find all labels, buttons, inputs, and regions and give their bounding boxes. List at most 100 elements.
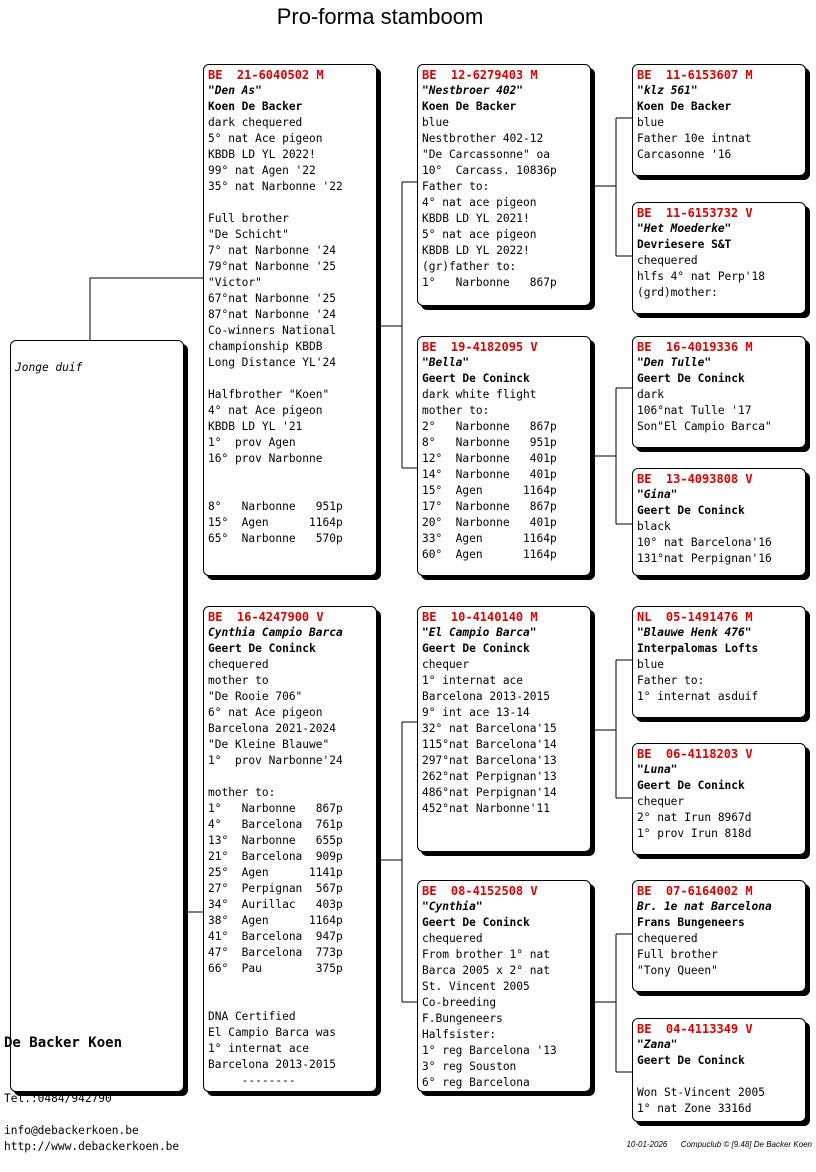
pigeon-info-line: 27° Perpignan 567p — [208, 882, 343, 895]
pigeon-info-line: Long Distance YL'24 — [208, 356, 336, 369]
pigeon-info-line: mother to: — [208, 786, 276, 799]
pigeon-info-line: 6° nat Ace pigeon — [208, 706, 323, 719]
pigeon-info-line: 3° reg Souston — [422, 1060, 517, 1073]
paternal-grandfather-box: BE 12-6279403 M"Nestbroer 402"Koen De Ba… — [417, 64, 591, 306]
pigeon-info-line: Barcelona 2013-2015 — [422, 690, 550, 703]
pigeon-info-line: blue — [637, 658, 664, 671]
pigeon-info-line: 38° Agen 1164p — [208, 914, 343, 927]
pigeon-info-line: 1° internat ace — [208, 1042, 310, 1055]
pigeon-info-line: 4° Barcelona 761p — [208, 818, 343, 831]
ring-number: BE 08-4152508 V — [422, 884, 538, 898]
pigeon-info-line: (gr)father to: — [422, 260, 517, 273]
pigeon-info-line: 47° Barcelona 773p — [208, 946, 343, 959]
pigeon-info-line: 1° prov Narbonne'24 — [208, 754, 343, 767]
pigeon-name: Br. 1e nat Barcelona — [637, 900, 772, 913]
pigeon-info-line: 33° Agen 1164p — [422, 532, 557, 545]
pigeon-info-line: dark chequered — [208, 116, 303, 129]
pigeon-info-line: KBDB LD YL '21 — [208, 420, 303, 433]
ring-number: BE 21-6040502 M — [208, 68, 324, 82]
pigeon-name: "Bella" — [422, 356, 470, 369]
pigeon-info-line: KBDB LD YL 2022! — [208, 148, 316, 161]
pigeon-info-line: mother to: — [422, 404, 490, 417]
pigeon-info-line: 5° nat Ace pigeon — [208, 132, 323, 145]
pigeon-name: "Het Moederke" — [637, 222, 732, 235]
pigeon-name: "Den As" — [208, 84, 262, 97]
pigeon-info-line: 486°nat Perpignan'14 — [422, 786, 557, 799]
pigeon-info-line: 15° Agen 1164p — [208, 516, 343, 529]
pigeon-info-line: 79°nat Narbonne '25 — [208, 260, 336, 273]
pigeon-info-line: 7° nat Narbonne '24 — [208, 244, 336, 257]
pigeon-info-line: 5° nat ace pigeon — [422, 228, 537, 241]
pigeon-info-line: 1° nat Zone 3316d — [637, 1102, 752, 1115]
pigeon-name: "Cynthia" — [422, 900, 483, 913]
ring-number: BE 16-4019336 M — [637, 340, 753, 354]
pigeon-info-line: 99° nat Agen '22 — [208, 164, 316, 177]
pigeon-name: "klz 561" — [637, 84, 698, 97]
pigeon-name: "Gina" — [637, 488, 678, 501]
pigeon-info-line: 1° Narbonne 867p — [208, 802, 343, 815]
pigeon-info-line: chequered — [637, 254, 698, 267]
pigeon-info-line: championship KBDB — [208, 340, 323, 353]
maternal-grandfather-box: BE 10-4140140 M"El Campio Barca"Geert De… — [417, 606, 591, 852]
pigeon-info-line: 13° Narbonne 655p — [208, 834, 343, 847]
pgm-father-box: BE 16-4019336 M"Den Tulle"Geert De Conin… — [632, 336, 806, 448]
mgf-father-box: NL 05-1491476 M"Blauwe Henk 476"Interpal… — [632, 606, 806, 718]
pigeon-owner: Koen De Backer — [422, 100, 517, 113]
pigeon-owner: Geert De Coninck — [422, 372, 530, 385]
pigeon-info-line: Co-winners National — [208, 324, 336, 337]
ring-number: BE 19-4182095 V — [422, 340, 538, 354]
pigeon-info-line: 1° prov Agen — [208, 436, 296, 449]
pigeon-info-line: 131°nat Perpignan'16 — [637, 552, 772, 565]
pigeon-info-line: 12° Narbonne 401p — [422, 452, 557, 465]
pigeon-info-line: 20° Narbonne 401p — [422, 516, 557, 529]
pigeon-name: "Zana" — [637, 1038, 678, 1051]
pigeon-info-line: blue — [637, 116, 664, 129]
pigeon-name: "Nestbroer 402" — [422, 84, 524, 97]
pigeon-info-line: "De Rooie 706" — [208, 690, 303, 703]
pigeon-info-line: Barcelona 2013-2015 — [208, 1058, 336, 1071]
ring-number: BE 04-4113349 V — [637, 1022, 753, 1036]
pigeon-info-line: From brother 1° nat — [422, 948, 550, 961]
pigeon-owner: Geert De Coninck — [422, 916, 530, 929]
pgf-mother-box: BE 11-6153732 V"Het Moederke"Devriesere … — [632, 202, 806, 314]
software-credit: Compuclub © [9.48] De Backer Koen — [680, 1140, 812, 1149]
breeder-email[interactable]: info@debackerkoen.be — [4, 1124, 139, 1137]
pigeon-info-line: Won St-Vincent 2005 — [637, 1086, 765, 1099]
pigeon-info-line — [208, 993, 372, 1009]
pigeon-info-line — [637, 1069, 801, 1085]
pigeon-info-line: Co-breeding — [422, 996, 497, 1009]
pigeon-info-line: El Campio Barca was — [208, 1026, 336, 1039]
ring-number: BE 06-4118203 V — [637, 747, 753, 761]
pigeon-info-line: 32° nat Barcelona'15 — [422, 722, 557, 735]
pigeon-info-line — [208, 371, 372, 387]
pigeon-info-line: 106°nat Tulle '17 — [637, 404, 752, 417]
pigeon-info-line: (grd)mother: — [637, 286, 718, 299]
pigeon-info-line: chequer — [422, 658, 470, 671]
pigeon-owner: Koen De Backer — [637, 100, 732, 113]
pigeon-info-line: 1° internat asduif — [637, 690, 759, 703]
pigeon-info-line: blue — [422, 116, 449, 129]
pigeon-owner: Geert De Coninck — [637, 1054, 745, 1067]
pigeon-info-line: Halfbrother "Koen" — [208, 388, 330, 401]
pigeon-info-line: 15° Agen 1164p — [422, 484, 557, 497]
pigeon-info-line: 1° reg Barcelona '13 — [422, 1044, 557, 1057]
pigeon-owner: Koen De Backer — [208, 100, 303, 113]
pigeon-info-line — [208, 467, 372, 483]
pigeon-info-line: KBDB LD YL 2021! — [422, 212, 530, 225]
pigeon-info-line: 17° Narbonne 867p — [422, 500, 557, 513]
pigeon-info-line: 10° Carcass. 10836p — [422, 164, 557, 177]
pigeon-owner: Geert De Coninck — [208, 642, 316, 655]
pigeon-info-line: 34° Aurillac 403p — [208, 898, 343, 911]
pigeon-info-line: 25° Agen 1141p — [208, 866, 343, 879]
pigeon-info-line: Carcasonne '16 — [637, 148, 732, 161]
breeder-phone: Tel.:0484/942790 — [4, 1092, 112, 1105]
pigeon-name: "Den Tulle" — [637, 356, 712, 369]
breeder-website[interactable]: http://www.debackerkoen.be — [4, 1140, 180, 1153]
pigeon-info-line: 8° Narbonne 951p — [422, 436, 557, 449]
pigeon-info-line: 4° nat ace pigeon — [422, 196, 537, 209]
pigeon-info-line: Father to: — [422, 180, 490, 193]
pigeon-name: "Blauwe Henk 476" — [637, 626, 752, 639]
footer: 10-01-2026 Compuclub © [9.48] De Backer … — [626, 1140, 812, 1149]
